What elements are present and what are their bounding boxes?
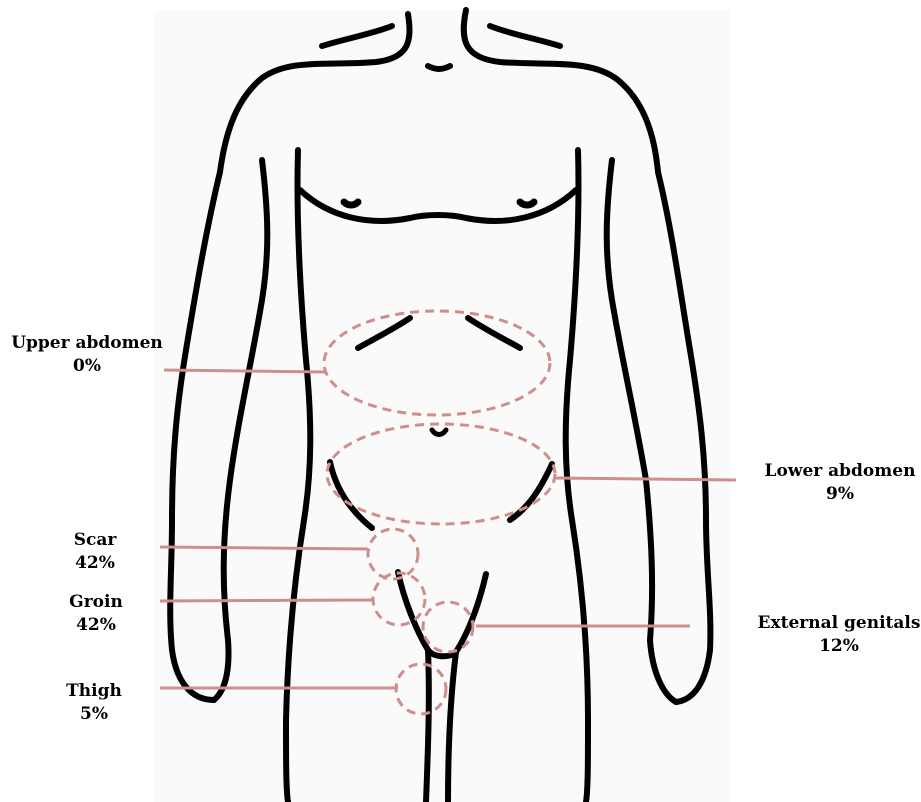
external-genitals-name: External genitals xyxy=(756,612,921,635)
right-nipple xyxy=(520,202,534,205)
neck-notch xyxy=(428,66,450,69)
groin-connector xyxy=(160,600,374,601)
scar-percent: 42% xyxy=(50,552,140,575)
thigh-percent: 5% xyxy=(46,703,142,726)
groin-percent: 42% xyxy=(46,614,146,637)
upper-abdomen-label: Upper abdomen 0% xyxy=(4,332,170,378)
left-nipple xyxy=(344,202,358,205)
external-genitals-percent: 12% xyxy=(756,635,921,658)
lower-abdomen-name: Lower abdomen xyxy=(758,460,921,483)
upper-abdomen-connector xyxy=(164,370,326,372)
scar-name: Scar xyxy=(50,529,140,552)
thigh-label: Thigh 5% xyxy=(46,680,142,726)
lower-abdomen-connector xyxy=(556,478,736,480)
groin-name: Groin xyxy=(46,591,146,614)
thigh-name: Thigh xyxy=(46,680,142,703)
lower-abdomen-label: Lower abdomen 9% xyxy=(758,460,921,506)
groin-label: Groin 42% xyxy=(46,591,146,637)
external-genitals-label: External genitals 12% xyxy=(756,612,921,658)
upper-abdomen-percent: 0% xyxy=(4,355,170,378)
scar-connector xyxy=(160,547,368,549)
lower-abdomen-percent: 9% xyxy=(758,483,921,506)
upper-abdomen-name: Upper abdomen xyxy=(4,332,170,355)
scar-label: Scar 42% xyxy=(50,529,140,575)
